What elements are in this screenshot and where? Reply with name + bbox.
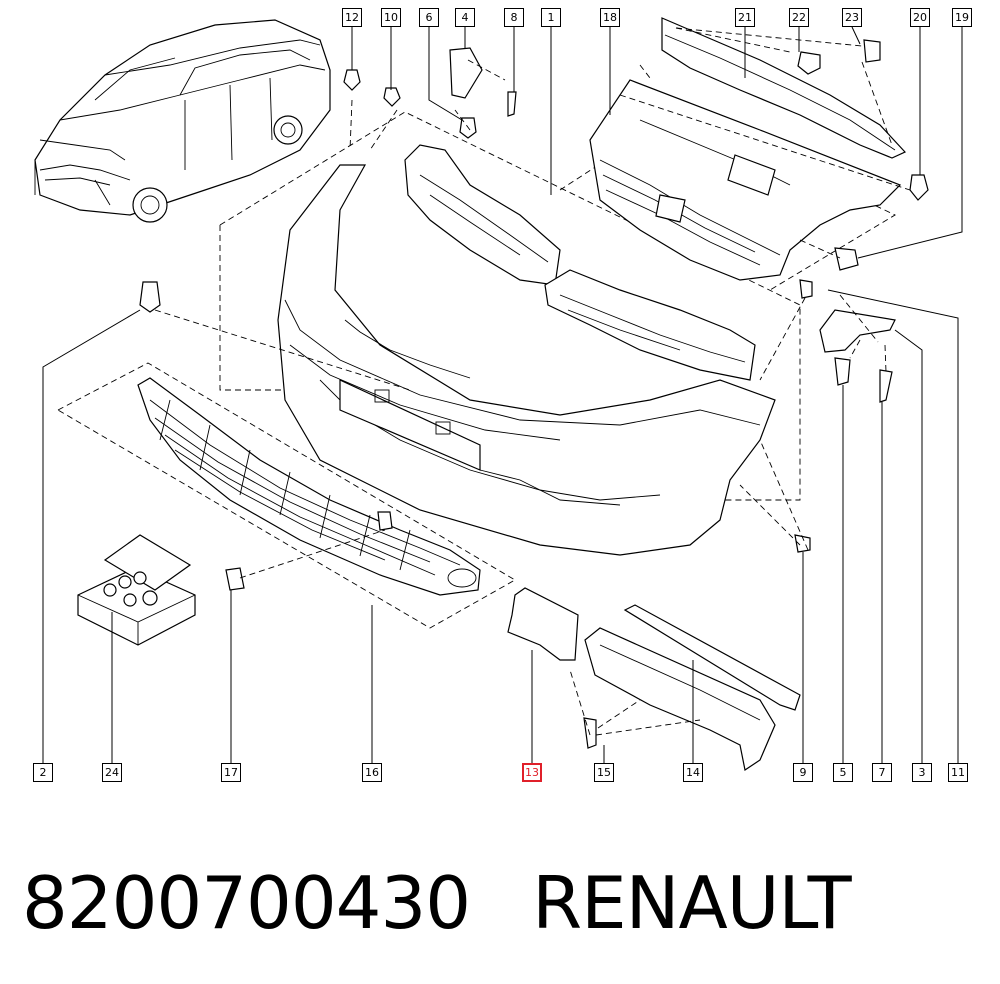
callout-5[interactable]: 5 — [833, 763, 853, 782]
callout-3[interactable]: 3 — [912, 763, 932, 782]
radiator-grille — [589, 79, 902, 281]
assembly-guide-lines — [154, 27, 911, 736]
callout-6[interactable]: 6 — [419, 8, 439, 27]
part-number: 8200700430 — [22, 861, 471, 945]
callout-16[interactable]: 16 — [362, 763, 382, 782]
fastener-kit-box — [77, 534, 196, 646]
callout-17[interactable]: 17 — [221, 763, 241, 782]
callout-22[interactable]: 22 — [789, 8, 809, 27]
lower-grille — [137, 377, 481, 596]
callout-15[interactable]: 15 — [594, 763, 614, 782]
upper-trim-panel — [661, 17, 907, 159]
callout-1[interactable]: 1 — [541, 8, 561, 27]
callout-9[interactable]: 9 — [793, 763, 813, 782]
exploded-parts-diagram — [34, 17, 963, 771]
callout-19[interactable]: 19 — [952, 8, 972, 27]
side-mount-bracket — [819, 309, 896, 353]
lower-deflector — [507, 587, 801, 771]
callout-21[interactable]: 21 — [735, 8, 755, 27]
callout-10[interactable]: 10 — [381, 8, 401, 27]
fasteners — [139, 39, 929, 749]
callout-12[interactable]: 12 — [342, 8, 362, 27]
callout-20[interactable]: 20 — [910, 8, 930, 27]
callout-8[interactable]: 8 — [504, 8, 524, 27]
callout-7[interactable]: 7 — [872, 763, 892, 782]
bumper-assembly-frame — [219, 111, 801, 501]
callout-11[interactable]: 11 — [948, 763, 968, 782]
callout-2[interactable]: 2 — [33, 763, 53, 782]
callout-24[interactable]: 24 — [102, 763, 122, 782]
callout-23[interactable]: 23 — [842, 8, 862, 27]
callout-4[interactable]: 4 — [455, 8, 475, 27]
callout-13-highlighted[interactable]: 13 — [522, 763, 542, 782]
brand-name: RENAULT — [532, 861, 852, 945]
callout-18[interactable]: 18 — [600, 8, 620, 27]
leader-lines — [42, 26, 963, 763]
car-thumbnail — [34, 19, 331, 223]
front-bumper — [277, 164, 776, 556]
part-caption: 8200700430 RENAULT — [22, 858, 852, 948]
callout-14[interactable]: 14 — [683, 763, 703, 782]
bumper-absorber — [404, 144, 756, 381]
